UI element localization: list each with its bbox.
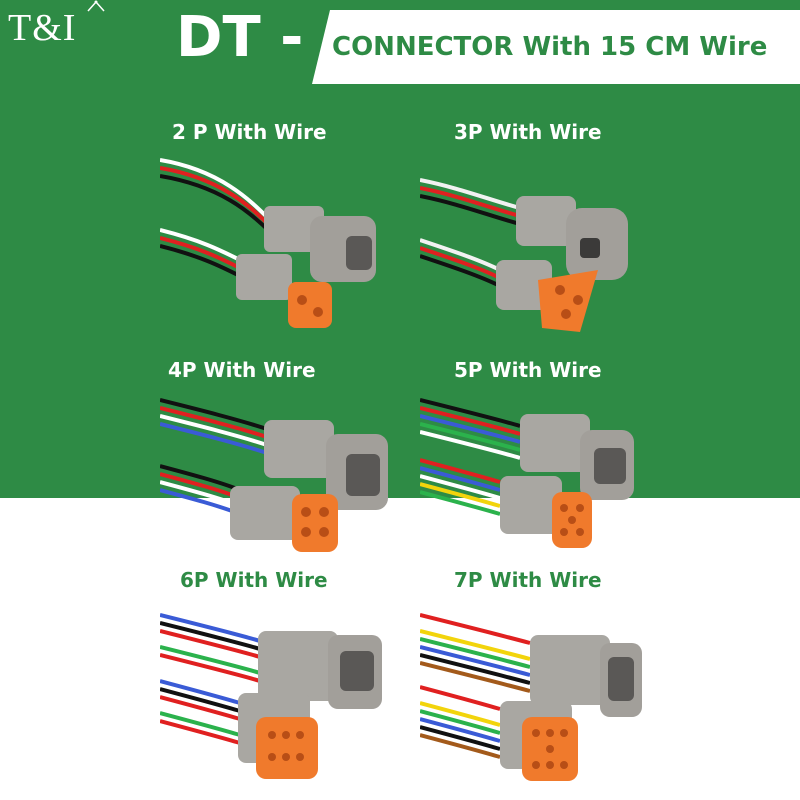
product-label-2p: 2 P With Wire	[172, 120, 327, 144]
product-photo-4p	[160, 398, 388, 552]
brand-logo: T&I	[8, 7, 77, 49]
product-photo-6p	[160, 613, 382, 779]
product-photo-5p	[420, 398, 634, 548]
product-photo-3p	[420, 178, 628, 332]
logo-sparkle-icon	[87, 0, 105, 12]
page-title: DT -	[176, 5, 304, 70]
subtitle-text: CONNECTOR With 15 CM Wire	[332, 32, 768, 62]
product-label-6p: 6P With Wire	[180, 568, 328, 592]
product-label-3p: 3P With Wire	[454, 120, 602, 144]
product-photo-2p	[160, 158, 376, 328]
product-label-5p: 5P With Wire	[454, 358, 602, 382]
product-label-7p: 7P With Wire	[454, 568, 602, 592]
product-photo-7p	[420, 613, 642, 781]
product-label-4p: 4P With Wire	[168, 358, 316, 382]
subtitle-banner	[312, 10, 800, 84]
